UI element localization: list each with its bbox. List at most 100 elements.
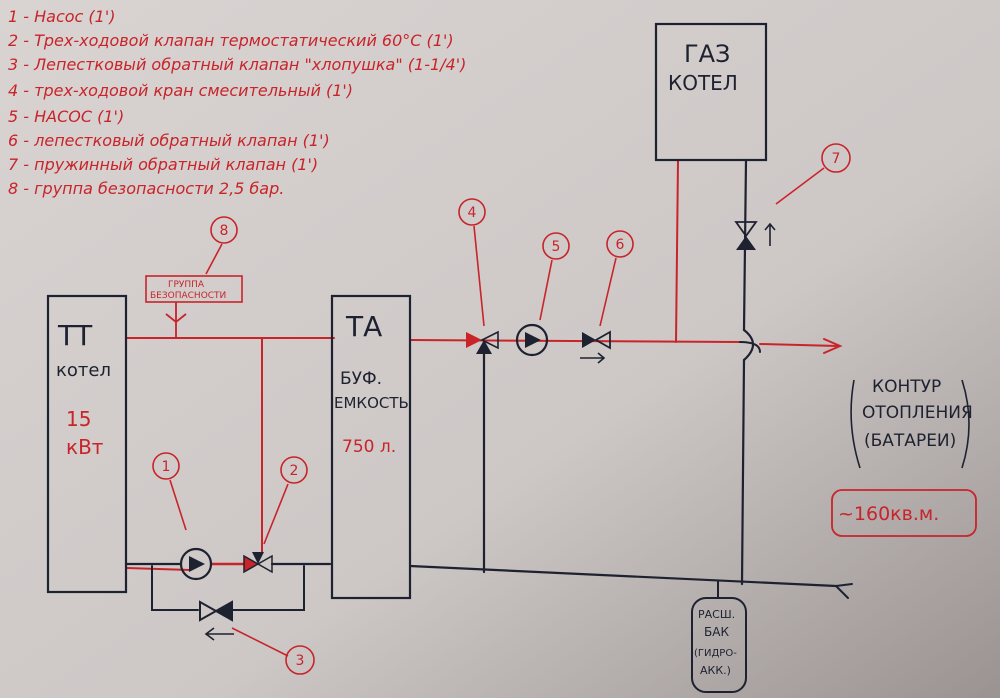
legend-item-5: 5 - НАСОС (1') (8, 107, 124, 126)
heating-circuit-line2: ОТОПЛЕНИЯ (862, 403, 973, 423)
tt-boiler-body (46, 294, 128, 594)
heating-circuit-line3: (БАТАРЕИ) (864, 431, 956, 451)
valve-4-bottom (476, 340, 492, 354)
marker-8-leader (205, 243, 223, 275)
pump-1-triangle (189, 556, 205, 572)
valve-7-top (734, 221, 758, 238)
gas-boiler-title: ГАЗ (684, 40, 730, 68)
gas-boiler-subtitle: КОТЕЛ (668, 71, 738, 95)
buffer-tank: ТА БУФ. ЕМКОСТЬ 750 л. (330, 294, 412, 600)
return-pipe-ta-out (408, 564, 838, 588)
safety-group-line2: БЕЗОПАСНОСТИ (150, 291, 226, 301)
return-pipe-tt-red (125, 567, 191, 571)
valve-7 (734, 221, 776, 250)
valve-3-right-fill (216, 602, 232, 620)
marker-1-leader (169, 479, 187, 531)
legend: 1 - Насос (1') 2 - Трех-ходовой клапан т… (8, 7, 466, 198)
tt-boiler-title: ТТ (57, 319, 93, 352)
marker-1-circle (152, 452, 180, 480)
pump-1 (179, 547, 213, 581)
heating-circuit: КОНТУР ОТОПЛЕНИЯ (БАТАРЕИ) ~160кв.м. (831, 377, 977, 537)
expansion-tank-line4: АКК.) (700, 664, 731, 677)
markers (152, 143, 851, 675)
tt-boiler-power-unit: кВт (66, 435, 104, 459)
marker-4-label: 4 (468, 205, 477, 221)
marker-labels: 1 2 3 4 5 6 7 8 (162, 151, 841, 669)
expansion-tank-line3: (ГИДРО- (694, 648, 737, 659)
buffer-tank-volume: 750 л. (342, 437, 396, 457)
marker-8-circle (210, 216, 238, 244)
pump-1-body (179, 547, 213, 581)
valve-4 (466, 330, 499, 354)
marker-6-label: 6 (616, 237, 625, 253)
return-arrow-head (835, 583, 853, 599)
supply-pipe-crossover (739, 341, 761, 353)
safety-group-symbol (165, 302, 187, 338)
marker-8-label: 8 (220, 223, 229, 239)
marker-2-label: 2 (290, 463, 299, 479)
valve-4-left (466, 332, 482, 348)
tt-boiler: ТТ котел 15 кВт (46, 294, 128, 594)
heating-circuit-bracket (850, 379, 970, 469)
check-valve-loop (151, 565, 305, 611)
marker-7-circle (821, 143, 851, 173)
valve-6-left (582, 332, 596, 348)
buffer-tank-title: ТА (345, 310, 382, 343)
gas-boiler-return-lower (740, 358, 746, 586)
tt-boiler-subtitle: котел (56, 360, 111, 381)
pump-5-body (515, 323, 549, 357)
marker-5-leader (539, 259, 553, 321)
marker-1-label: 1 (162, 459, 171, 475)
marker-5-circle (542, 232, 570, 260)
marker-7-label: 7 (832, 151, 841, 167)
gas-boiler: ГАЗ КОТЕЛ (654, 22, 768, 162)
heating-circuit-area: ~160кв.м. (838, 503, 939, 525)
marker-4-circle (458, 198, 486, 226)
pump-5 (515, 323, 549, 357)
marker-2-leader (263, 483, 289, 545)
gas-boiler-supply-pipe (675, 159, 679, 343)
supply-arrow-head (823, 338, 843, 354)
tt-boiler-power-value: 15 (66, 407, 91, 431)
heating-circuit-line1: КОНТУР (872, 377, 941, 397)
supply-pipe-ta-out (409, 339, 741, 343)
legend-item-2: 2 - Трех-ходовой клапан термостатический… (8, 31, 454, 50)
marker-6-circle (606, 230, 634, 258)
marker-7-leader (775, 167, 825, 205)
valve-2 (243, 552, 273, 574)
legend-item-3: 3 - Лепестковый обратный клапан "хлопушк… (8, 55, 466, 74)
expansion-tank: РАСШ. БАК (ГИДРО- АКК.) (691, 597, 747, 693)
expansion-tank-body (691, 597, 747, 693)
valve-7-bottom (736, 236, 756, 250)
supply-pipe-to-heating (759, 343, 839, 347)
valve-6-right (594, 330, 611, 350)
marker-2-circle (280, 456, 308, 484)
pipes (124, 158, 853, 611)
gas-boiler-body (654, 22, 768, 162)
legend-item-4: 4 - трех-ходовой кран смесительный (1') (8, 81, 353, 100)
valve-6-flow-arrow (580, 352, 606, 364)
buffer-tank-body (330, 294, 412, 600)
pump-5-triangle (525, 332, 541, 348)
valve-2-right (256, 554, 273, 574)
safety-group: ГРУППА БЕЗОПАСНОСТИ (145, 275, 243, 338)
valve-6 (580, 330, 611, 364)
valve-7-flow-arrow (764, 222, 776, 246)
marker-3-circle (285, 645, 315, 675)
safety-group-line1: ГРУППА (168, 280, 205, 290)
heating-circuit-area-box (831, 489, 977, 537)
valve-4-right (480, 330, 499, 350)
buffer-tank-line2: ЕМКОСТЬ (334, 394, 409, 412)
marker-4-leader (473, 225, 485, 327)
marker-3-leader (231, 627, 289, 657)
valve-3-flow-arrow (204, 627, 234, 641)
legend-item-6: 6 - лепестковый обратный клапан (1') (8, 131, 330, 150)
return-pipe-bypass-arc (742, 328, 755, 362)
legend-item-7: 7 - пружинный обратный клапан (1') (8, 155, 318, 174)
buffer-tank-line1: БУФ. (340, 369, 382, 389)
valve-2-top (252, 552, 264, 564)
marker-5-label: 5 (552, 239, 561, 255)
legend-item-1: 1 - Насос (1') (8, 7, 116, 26)
